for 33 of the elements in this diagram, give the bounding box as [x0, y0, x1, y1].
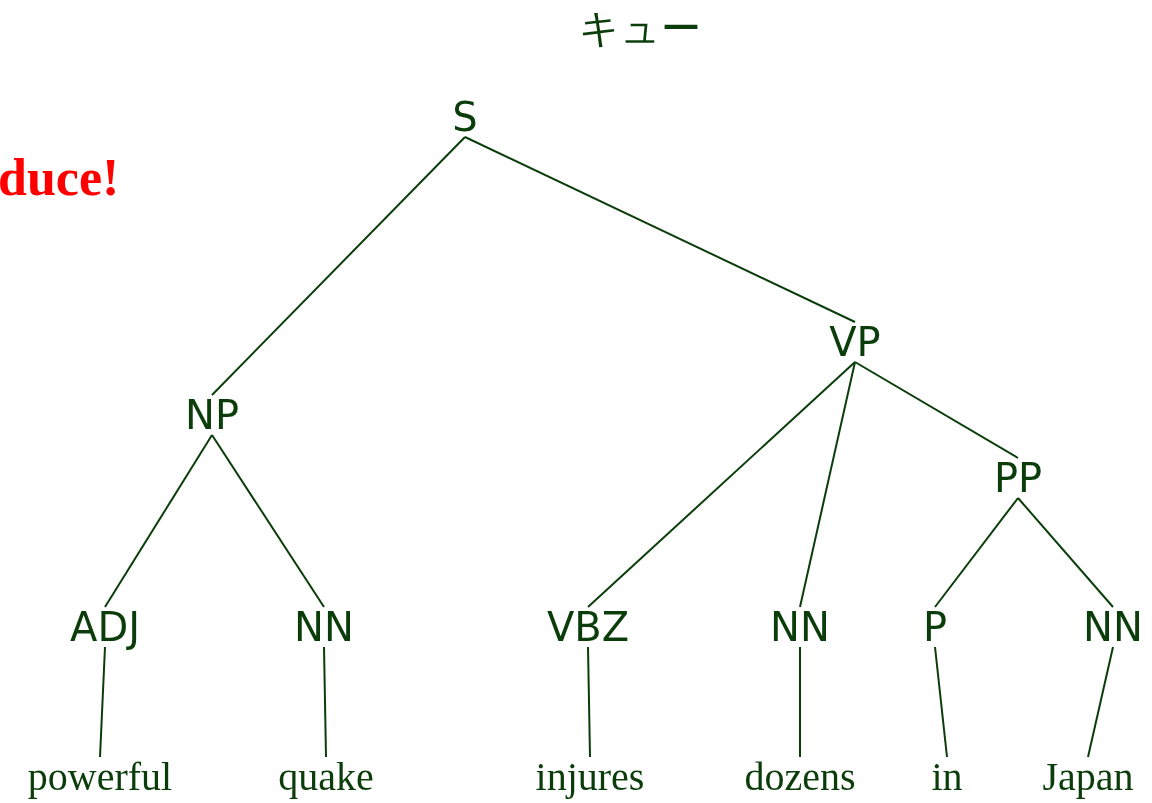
tree-branch-line: [799, 646, 801, 758]
word-label: Japan: [1038, 755, 1138, 799]
tree-branch-line: [211, 434, 325, 608]
tree-branch-line: [934, 497, 1019, 608]
tree-branch-line: [1087, 646, 1114, 758]
category-label: NN: [1079, 605, 1147, 649]
word-label: quake: [274, 755, 378, 799]
category-label: VP: [825, 320, 885, 364]
tree-branch-line: [587, 646, 591, 758]
category-label: NN: [766, 605, 834, 649]
category-label: ADJ: [66, 605, 144, 649]
category-label: VBZ: [542, 605, 634, 649]
tree-branch-line: [587, 361, 856, 608]
category-label: NP: [181, 393, 243, 437]
category-label: NN: [290, 605, 358, 649]
title: キュー: [579, 8, 701, 48]
tree-branch-line: [854, 361, 1019, 459]
word-label: dozens: [740, 755, 860, 799]
category-label: PP: [989, 456, 1047, 500]
tree-branch-line: [99, 646, 106, 758]
tree-branch-line: [211, 136, 466, 396]
tree-branch-line: [934, 646, 948, 758]
tree-branch-line: [323, 646, 327, 758]
category-label: S: [448, 95, 482, 139]
word-label: in: [927, 755, 967, 799]
category-label: P: [918, 605, 952, 649]
tree-branch-line: [799, 361, 856, 608]
word-label: injures: [531, 755, 649, 799]
cut-off-heading: duce!: [0, 152, 120, 204]
tree-branch-line: [104, 434, 213, 608]
tree-branch-line: [1017, 497, 1114, 608]
tree-branch-line: [464, 136, 856, 323]
word-label: powerful: [23, 755, 177, 799]
